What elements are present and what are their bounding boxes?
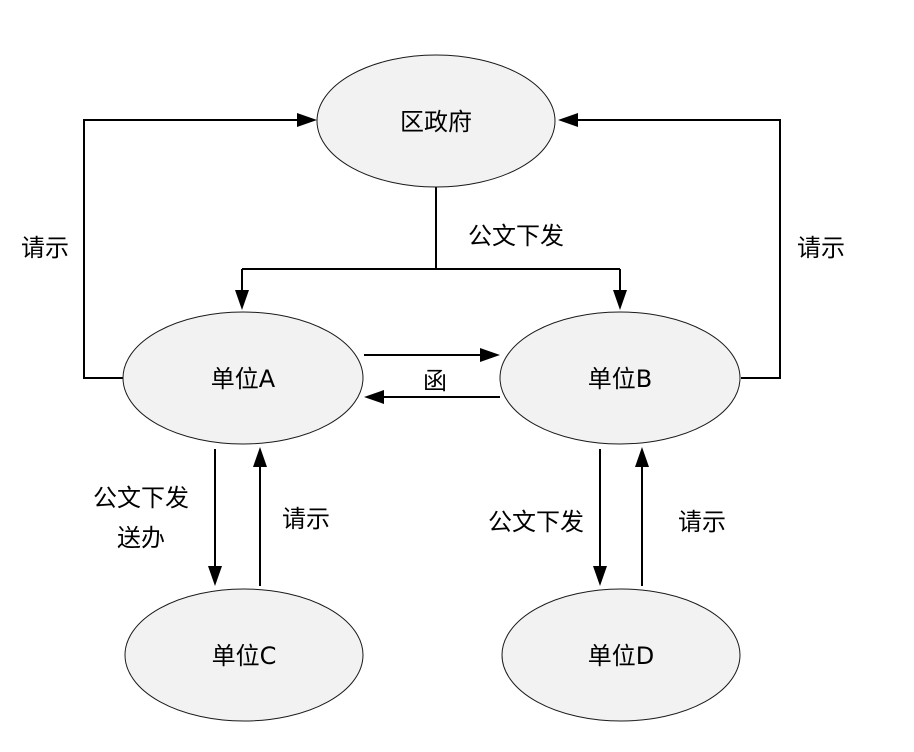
arrowhead: [297, 113, 317, 127]
arrowhead: [613, 290, 627, 310]
edge-label-d-to-b: 请示: [678, 508, 726, 536]
edge-unit-b-to-unit-a: [364, 390, 500, 404]
arrowhead: [593, 566, 607, 586]
arrowhead: [480, 348, 500, 362]
node-label: 区政府: [400, 108, 472, 136]
node-label: 单位D: [588, 642, 654, 670]
edge-unit-a-to-government: [83, 113, 317, 379]
edge-label-a-to-c-line2: 送办: [117, 524, 165, 552]
node-district-government: 区政府: [316, 54, 556, 188]
arrowhead: [253, 447, 267, 467]
edge-unit-b-to-unit-d: [593, 449, 607, 586]
edge-label-a-to-gov: 请示: [21, 234, 69, 262]
edge-label-b-to-gov: 请示: [797, 234, 845, 262]
node-unit-b: 单位B: [499, 311, 741, 445]
node-label: 单位C: [212, 642, 277, 670]
node-unit-a: 单位A: [122, 311, 364, 445]
arrowhead: [208, 566, 222, 586]
arrowhead: [364, 390, 384, 404]
edge-unit-a-to-unit-c: [208, 449, 222, 586]
node-label: 单位B: [588, 365, 652, 393]
edge-government-to-units: [235, 187, 627, 310]
edge-label-gov-to-units: 公文下发: [468, 222, 564, 250]
arrowhead: [635, 447, 649, 467]
edge-label-b-to-d: 公文下发: [488, 508, 584, 536]
arrowhead: [558, 113, 578, 127]
node-unit-c: 单位C: [124, 588, 364, 722]
edge-unit-d-to-unit-b: [635, 447, 649, 586]
edge-unit-a-to-unit-b: [364, 348, 500, 362]
node-unit-d: 单位D: [501, 588, 741, 722]
arrowhead: [235, 290, 249, 310]
edge-unit-b-to-government: [558, 113, 781, 379]
edge-label-c-to-a: 请示: [282, 505, 330, 533]
node-label: 单位A: [211, 365, 276, 393]
edge-label-a-b-letter: 函: [423, 367, 447, 395]
edge-label-a-to-c-line1: 公文下发: [93, 484, 189, 512]
edge-unit-c-to-unit-a: [253, 447, 267, 586]
